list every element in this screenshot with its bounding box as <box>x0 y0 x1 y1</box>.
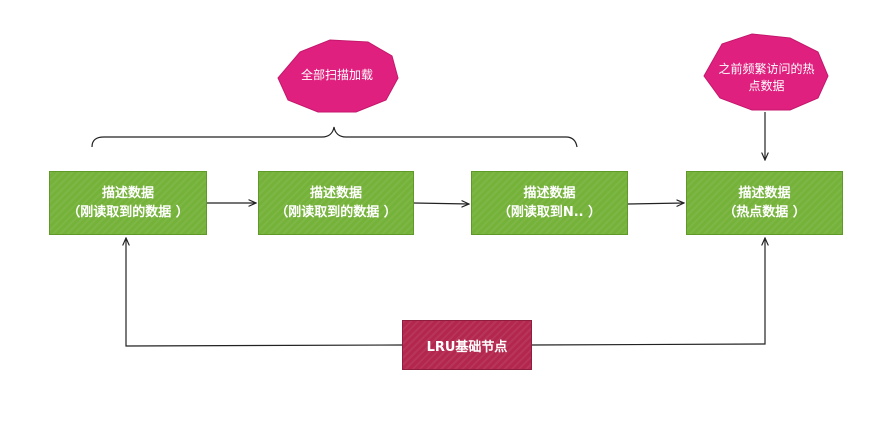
lru-label: LRU基础节点 <box>426 339 508 355</box>
data-node-3: 描述数据 （刚读取到N.. ） <box>471 171 628 235</box>
arrow-node3-node4 <box>627 203 684 204</box>
callout-scan-line1: 全部扫描加载 <box>300 67 373 82</box>
arrow-lru-node4 <box>531 238 765 346</box>
callout-blob-scan <box>277 39 399 113</box>
data-node-title: 描述数据 <box>101 186 154 201</box>
data-node-title: 描述数据 <box>523 186 576 201</box>
data-node-subtitle: （热点数据 ） <box>723 205 806 220</box>
data-node-title: 描述数据 <box>309 186 362 201</box>
callout-scan-text: 全部扫描加载 <box>282 60 392 90</box>
data-node-subtitle: （刚读取到的数据 ） <box>67 205 189 220</box>
callout-hot-text: 之前频繁访问的热 点数据 <box>704 58 829 98</box>
callout-hot-line2: 点数据 <box>748 79 785 93</box>
scan-range-brace <box>91 126 578 148</box>
data-node-1: 描述数据 （刚读取到的数据 ） <box>49 171 207 235</box>
callout-hot-line1: 之前频繁访问的热 <box>718 62 815 76</box>
data-node-hot: 描述数据 （热点数据 ） <box>686 171 843 235</box>
data-node-subtitle: （刚读取到N.. ） <box>497 205 602 220</box>
arrow-node2-node3 <box>413 203 469 204</box>
data-node-2: 描述数据 （刚读取到的数据 ） <box>258 171 414 235</box>
lru-base-node: LRU基础节点 <box>402 320 532 370</box>
data-node-subtitle: （刚读取到的数据 ） <box>275 205 397 220</box>
data-node-title: 描述数据 <box>738 186 791 201</box>
callout-blob-hot <box>703 33 829 111</box>
arrow-lru-node1 <box>126 238 403 347</box>
